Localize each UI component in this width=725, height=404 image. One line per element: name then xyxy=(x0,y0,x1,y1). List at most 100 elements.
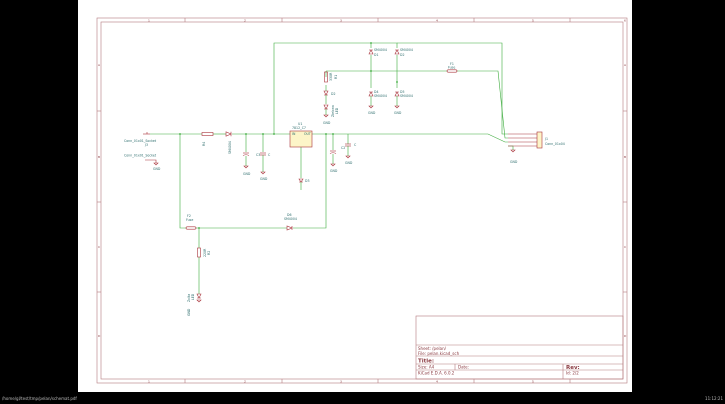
svg-text:Zielona: Zielona xyxy=(331,105,335,117)
fuse-f1: F1 Fuse xyxy=(446,62,458,73)
svg-text:J1: J1 xyxy=(544,137,548,141)
svg-text:R2: R2 xyxy=(207,251,211,255)
svg-text:GND: GND xyxy=(260,177,268,181)
frame-ticks xyxy=(97,18,627,383)
col-label: 4 xyxy=(436,380,438,384)
title-block: Sheet: /pelan/ File: pelan.kicad_sch Tit… xyxy=(415,315,624,380)
svg-text:Fuse: Fuse xyxy=(186,218,193,222)
input-connector-j3: Conn_01x01_Socket GND xyxy=(124,154,161,172)
svg-text:C3: C3 xyxy=(256,153,260,157)
col-label: 6 xyxy=(624,19,626,23)
diode-d5: D5 SM4004 GND xyxy=(394,90,413,115)
svg-text:D6: D6 xyxy=(287,213,291,217)
svg-text:D2: D2 xyxy=(400,53,404,57)
svg-text:330R: 330R xyxy=(329,72,333,81)
svg-text:D5: D5 xyxy=(400,90,404,94)
svg-text:D2: D2 xyxy=(331,92,335,96)
capacitor-c2: C2 C GND xyxy=(341,143,357,165)
row-label: A xyxy=(98,63,101,67)
svg-text:SM4004: SM4004 xyxy=(400,48,413,52)
sheet-id: Id: 2/2 xyxy=(566,371,579,376)
file-name: File: pelan.kicad_sch xyxy=(418,351,460,356)
diode-d1: SM4004 D1 xyxy=(368,48,387,57)
svg-text:D1: D1 xyxy=(374,53,378,57)
col-label: 1 xyxy=(148,19,150,23)
svg-text:GND: GND xyxy=(330,169,338,173)
input-connector-j2: Conn_01x01_Socket J3 xyxy=(124,132,157,147)
svg-text:Fuse: Fuse xyxy=(448,66,455,70)
col-label: 4 xyxy=(436,19,438,23)
svg-text:SM4004: SM4004 xyxy=(228,141,232,154)
led-green: Zielona LED GND xyxy=(323,104,339,125)
diode-d4: D4 SM4004 GND xyxy=(368,90,387,115)
svg-text:IN: IN xyxy=(292,132,296,136)
regulator-u1: U1 7812_C7 IN OUT xyxy=(289,122,313,148)
svg-text:C: C xyxy=(268,153,271,157)
tool-version: KiCad E.D.A. 6.0.2 xyxy=(418,371,455,376)
svg-text:GND: GND xyxy=(153,167,161,171)
fuse-f2: F2 Fuse xyxy=(185,214,197,230)
row-label: C xyxy=(98,245,100,249)
diode-d3: D3 xyxy=(298,178,309,190)
svg-text:F1: F1 xyxy=(450,62,454,66)
svg-text:LED: LED xyxy=(335,107,339,114)
schematic-page xyxy=(78,0,632,392)
col-label: 2 xyxy=(244,380,246,384)
row-label: B xyxy=(98,155,100,159)
col-label: 1 xyxy=(148,380,150,384)
diode-d2: SM4004 D2 xyxy=(394,48,413,57)
svg-text:C: C xyxy=(354,143,357,147)
svg-text:Conn_01x01_Socket: Conn_01x01_Socket xyxy=(124,154,157,158)
row-label: A xyxy=(624,63,627,67)
resistor-r1: 330R R1 xyxy=(324,71,338,83)
svg-text:GND: GND xyxy=(243,172,251,176)
col-label: 2 xyxy=(244,19,246,23)
svg-text:SM4004: SM4004 xyxy=(374,94,387,98)
capacitor-c4: GND xyxy=(242,152,251,176)
svg-text:R4: R4 xyxy=(202,142,206,146)
svg-text:OUT: OUT xyxy=(304,132,311,136)
svg-text:F2: F2 xyxy=(187,214,191,218)
row-label: B xyxy=(624,155,626,159)
led-yellow: Zolta LED GND xyxy=(187,293,202,316)
diode-input: SM4004 xyxy=(225,131,232,154)
svg-text:D4: D4 xyxy=(374,90,378,94)
svg-text:Zolta: Zolta xyxy=(187,294,191,302)
capacitor-c1: GND xyxy=(329,150,338,173)
file-path: /home/gl/test/tmp/pelan/schemat.pdf xyxy=(2,396,77,401)
rev-label: Rev: xyxy=(566,365,580,371)
svg-text:SM4004: SM4004 xyxy=(400,94,413,98)
connector-j1: J1 Conn_01x04 GND xyxy=(508,131,565,164)
clock: 11:12:21 xyxy=(705,396,723,401)
resistor-r2: 220R R2 xyxy=(197,247,211,258)
col-label: 5 xyxy=(532,19,534,23)
row-label: D xyxy=(624,334,627,338)
svg-text:Conn_01x04: Conn_01x04 xyxy=(545,142,565,146)
col-label: 3 xyxy=(340,380,342,384)
row-label: D xyxy=(98,334,101,338)
svg-text:220R: 220R xyxy=(203,248,207,257)
svg-text:C2: C2 xyxy=(341,146,345,150)
svg-text:R1: R1 xyxy=(334,75,338,79)
size-label: Size: A4 xyxy=(418,365,435,370)
svg-text:J3: J3 xyxy=(144,143,148,147)
svg-text:GND: GND xyxy=(368,111,376,115)
svg-text:GND: GND xyxy=(345,161,353,165)
svg-text:GND: GND xyxy=(394,111,402,115)
frame-labels: 1 2 3 4 5 6 1 2 3 4 5 A B C D A B C D xyxy=(98,19,627,384)
row-label: C xyxy=(624,245,626,249)
svg-text:Conn_01x01_Socket: Conn_01x01_Socket xyxy=(124,139,157,143)
svg-text:7812_C7: 7812_C7 xyxy=(292,126,306,130)
col-label: 5 xyxy=(532,380,534,384)
sheet-name: Sheet: /pelan/ xyxy=(418,346,447,351)
svg-text:U1: U1 xyxy=(298,122,302,126)
outer-frame xyxy=(96,17,628,384)
svg-text:SM4004: SM4004 xyxy=(374,48,387,52)
svg-text:GND: GND xyxy=(510,160,518,164)
svg-text:D3: D3 xyxy=(305,179,309,183)
svg-text:SM4004: SM4004 xyxy=(284,217,297,221)
diode-d2-led: D2 xyxy=(323,90,335,104)
date-label: Date: xyxy=(458,365,469,370)
resistor-r4: R4 xyxy=(201,132,214,146)
